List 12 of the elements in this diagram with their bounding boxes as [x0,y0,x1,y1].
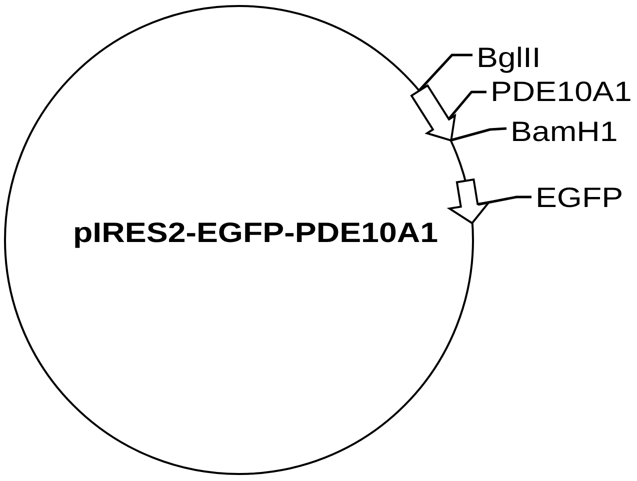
gene-label: PDE10A1 [486,78,632,106]
restriction-site-label: BamH1 [506,118,618,146]
leader-line [478,196,532,206]
leader-line [448,90,486,120]
gene-arrow [410,84,456,142]
gene-label: EGFP [532,184,623,212]
plasmid-circle [3,4,475,476]
plasmid-name: pIRES2-EGFP-PDE10A1 [73,218,438,246]
restriction-site-label: BglII [472,44,540,72]
leader-line [450,127,507,142]
leader-line [418,54,472,92]
gene-arrow [448,178,491,226]
